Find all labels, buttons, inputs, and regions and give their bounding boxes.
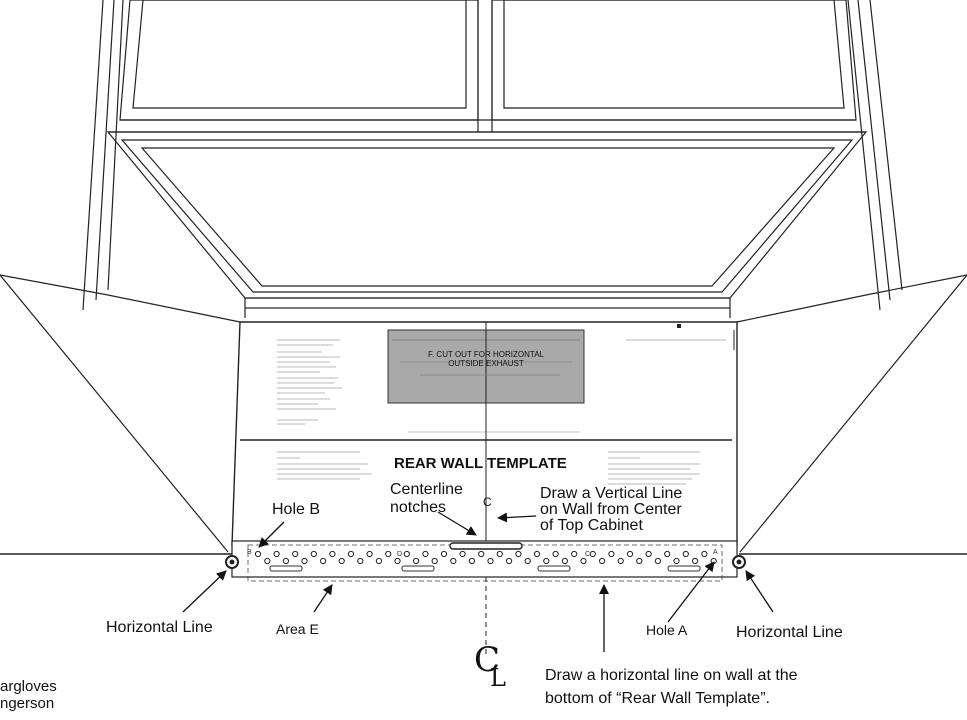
- label-horizontal-line-left: Horizontal Line: [106, 619, 213, 636]
- centerline-symbol-l: L: [490, 664, 506, 692]
- corner-screw-right: [732, 555, 746, 569]
- mounting-hole: [431, 557, 438, 565]
- mounting-hole: [282, 557, 289, 565]
- label-draw-vertical-1: Draw a Vertical Line: [540, 485, 683, 502]
- label-draw-horizontal-1: Draw a horizontal line on wall at the: [545, 667, 798, 684]
- mounting-hole: [320, 557, 327, 565]
- mounting-hole: [264, 557, 271, 565]
- cabinet-right-door: [491, 0, 857, 121]
- mounting-hole: [552, 550, 559, 558]
- mounting-hole: [478, 550, 485, 558]
- mounting-hole: [524, 557, 531, 565]
- mounting-hole: [506, 557, 513, 565]
- mounting-hole: [580, 557, 587, 565]
- cabinet-left-door: [119, 0, 479, 121]
- mounting-hole: [413, 557, 420, 565]
- mounting-hole: [589, 550, 596, 558]
- mounting-hole: [654, 557, 662, 565]
- mounting-hole: [273, 550, 280, 558]
- mounting-hole: [561, 557, 569, 565]
- cabinet-frame: [82, 0, 903, 311]
- label-centerline-notches-2: notches: [390, 499, 447, 516]
- mounting-hole: [310, 550, 317, 558]
- label-area-e: Area E: [276, 621, 319, 637]
- exhaust-label-line1: F. CUT OUT FOR HORIZONTAL: [427, 350, 544, 359]
- mounting-holes: [254, 550, 717, 565]
- mounting-hole: [375, 557, 382, 565]
- mounting-hole: [385, 550, 392, 558]
- label-hole-b: Hole B: [272, 501, 321, 518]
- mounting-hole: [608, 550, 615, 558]
- mounting-hole: [394, 557, 401, 565]
- corner-screw-left: [225, 555, 239, 569]
- mounting-hole: [459, 550, 466, 558]
- mounting-hole: [673, 557, 680, 565]
- mounting-hole: [440, 550, 448, 558]
- mounting-hole: [301, 557, 308, 565]
- label-horizontal-line-right: Horizontal Line: [736, 624, 843, 641]
- mounting-hole: [450, 557, 457, 565]
- mounting-hole: [533, 550, 541, 558]
- centerline-notch: [449, 542, 523, 550]
- mounting-hole: [692, 557, 699, 565]
- credit-line-1: argloves: [0, 678, 57, 695]
- mounting-hole: [599, 557, 606, 565]
- mounting-hole: [338, 557, 345, 565]
- mounting-hole: [357, 557, 364, 565]
- label-draw-horizontal-2: bottom of “Rear Wall Template”.: [545, 690, 770, 707]
- mounting-hole: [292, 550, 299, 558]
- mounting-hole: [366, 550, 373, 558]
- mounting-hole: [664, 550, 671, 558]
- callout-arrows: [182, 511, 774, 652]
- mounting-hole: [487, 557, 494, 565]
- label-hole-a: Hole A: [646, 622, 688, 638]
- mounting-hole: [682, 550, 689, 558]
- template-title: REAR WALL TEMPLATE: [394, 455, 567, 472]
- mounting-hole: [701, 550, 708, 558]
- hole-letter-c: C: [585, 551, 591, 558]
- mounting-hole: [636, 557, 643, 565]
- mounting-hole: [617, 557, 624, 565]
- mounting-hole: [468, 557, 475, 565]
- hole-letter-a: A: [713, 549, 718, 556]
- label-draw-vertical-3: of Top Cabinet: [540, 517, 643, 534]
- hole-letter-b: B: [247, 549, 252, 556]
- mounting-hole: [422, 550, 429, 558]
- credit-line-2: ngerson: [0, 695, 55, 712]
- rear-wall-template: [225, 321, 746, 582]
- mounting-hole: [329, 550, 336, 558]
- label-centerline-notches-1: Centerline: [390, 481, 463, 498]
- centerline-letter: C: [483, 495, 492, 509]
- side-walls: [0, 274, 967, 553]
- mounting-hole: [254, 550, 262, 558]
- mounting-hole: [571, 550, 578, 558]
- range-hood: [106, 131, 868, 318]
- mounting-hole: [645, 550, 652, 558]
- label-draw-vertical-2: on Wall from Center: [540, 501, 682, 518]
- mounting-hole: [543, 557, 550, 565]
- mounting-hole: [515, 550, 522, 558]
- mounting-hole: [626, 550, 634, 558]
- hole-letter-d: D: [397, 551, 403, 558]
- mounting-hole: [347, 550, 355, 558]
- exhaust-label-line2: OUTSIDE EXHAUST: [448, 359, 524, 368]
- mounting-hole: [403, 550, 410, 558]
- centerline-symbol-c: C: [474, 640, 501, 680]
- mounting-hole: [496, 550, 503, 558]
